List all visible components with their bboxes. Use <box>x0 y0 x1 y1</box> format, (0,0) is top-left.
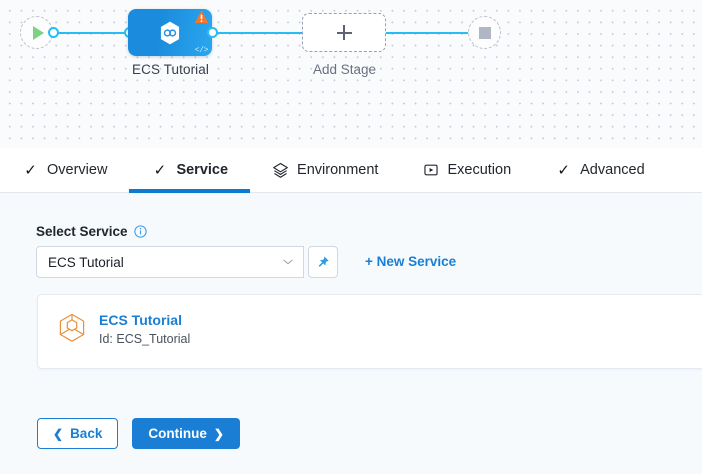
pipeline-start-node[interactable] <box>20 16 53 49</box>
wire-start-to-stage <box>52 32 132 34</box>
start-output-port[interactable] <box>48 27 59 38</box>
pipeline-canvas[interactable]: </> ECS Tutorial Add Stage <box>0 0 702 148</box>
check-icon: ✓ <box>24 161 37 179</box>
check-icon: ✓ <box>557 161 570 179</box>
select-service-label: Select Service <box>36 224 147 239</box>
service-summary-card[interactable]: ECS Tutorial Id: ECS_Tutorial <box>37 294 702 369</box>
pin-icon <box>318 256 329 267</box>
select-service-label-text: Select Service <box>36 224 128 239</box>
warning-triangle-icon <box>194 10 209 24</box>
plus-icon <box>336 25 352 40</box>
add-stage-node[interactable] <box>302 13 386 52</box>
wire-addstage-to-end <box>384 32 480 34</box>
service-card-id: Id: ECS_Tutorial <box>99 332 191 346</box>
check-icon: ✓ <box>153 161 167 179</box>
play-box-icon <box>422 162 439 179</box>
chevron-left-icon: ❮ <box>53 426 64 441</box>
tab-advanced[interactable]: ✓ Advanced <box>555 148 644 193</box>
continue-button[interactable]: Continue ❯ <box>132 418 240 449</box>
back-button[interactable]: ❮ Back <box>37 418 119 449</box>
stage-config-tabs: ✓ Overview ✓ Service Environment <box>0 148 702 193</box>
chevron-down-icon <box>283 259 293 265</box>
stop-icon <box>478 26 491 39</box>
tab-overview[interactable]: ✓ Overview <box>22 148 107 193</box>
layers-icon <box>272 162 289 179</box>
wizard-footer-buttons: ❮ Back Continue ❯ <box>37 418 240 449</box>
select-service-row: ECS Tutorial <box>36 246 338 278</box>
pin-service-button[interactable] <box>308 246 338 278</box>
service-card-title[interactable]: ECS Tutorial <box>99 312 182 328</box>
service-select[interactable]: ECS Tutorial <box>36 246 304 278</box>
stage-node-label: ECS Tutorial <box>132 62 209 77</box>
info-icon[interactable] <box>133 225 147 238</box>
play-icon <box>32 25 44 40</box>
stage-output-port[interactable] <box>207 27 218 38</box>
stage-node-ecs-tutorial[interactable]: </> <box>128 9 212 56</box>
service-hexagon-icon <box>160 21 180 44</box>
service-select-value: ECS Tutorial <box>48 254 124 270</box>
continue-button-label: Continue <box>148 426 207 441</box>
code-brackets-icon: </> <box>194 46 209 55</box>
pipeline-end-node[interactable] <box>468 16 501 49</box>
new-service-link[interactable]: + New Service <box>365 254 457 269</box>
tab-service[interactable]: ✓ Service <box>129 148 250 193</box>
service-cube-icon <box>59 313 85 342</box>
back-button-label: Back <box>70 426 103 441</box>
add-stage-label: Add Stage <box>312 62 377 77</box>
tab-execution[interactable]: Execution <box>422 148 511 193</box>
wire-stage-to-addstage <box>210 32 306 34</box>
chevron-right-icon: ❯ <box>213 426 224 441</box>
tab-environment[interactable]: Environment <box>272 148 378 193</box>
